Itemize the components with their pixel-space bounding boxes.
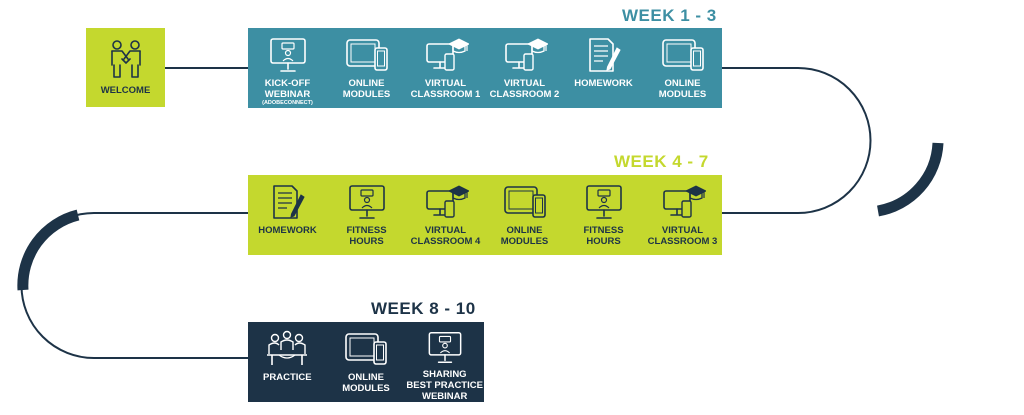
step-label: ONLINE MODULES: [500, 225, 549, 247]
step-online: ONLINE MODULES: [327, 322, 406, 402]
connector-week2-to-week3: [20, 212, 248, 359]
connector-week1-to-week2: [722, 67, 872, 214]
webinar-monitor-icon: [585, 185, 622, 219]
homework-icon: [588, 38, 621, 72]
group-meeting-icon: [267, 330, 308, 365]
handshake-icon: [110, 40, 141, 78]
tablet-phone-icon: [345, 39, 388, 71]
step-fitness: FITNESS HOURS: [327, 175, 406, 255]
tablet-phone-icon: [661, 39, 704, 71]
virtual-classroom-icon: [425, 38, 469, 71]
webinar-monitor-icon: [428, 332, 462, 363]
week-8-10-band: PRACTICE ONLINE MODULES SHARING BEST PRA…: [248, 322, 484, 402]
step-label: FITNESS HOURS: [583, 225, 624, 247]
step-virtual: VIRTUAL CLASSROOM 1: [406, 28, 485, 108]
week-1-3-band: KICK-OFF WEBINAR(ADOBECONNECT) ONLINE MO…: [248, 28, 722, 108]
step-virtual: VIRTUAL CLASSROOM 3: [643, 175, 722, 255]
step-practice: PRACTICE: [248, 322, 327, 402]
step-label: VIRTUAL CLASSROOM 1: [410, 78, 481, 100]
step-online: ONLINE MODULES: [643, 28, 722, 108]
step-virtual: VIRTUAL CLASSROOM 4: [406, 175, 485, 255]
step-homework: HOMEWORK: [248, 175, 327, 255]
webinar-monitor-icon: [269, 38, 306, 72]
week-1-3-title: WEEK 1 - 3: [622, 6, 717, 25]
step-label: HOMEWORK: [258, 225, 317, 236]
step-label: SHARING BEST PRACTICE WEBINAR: [406, 369, 483, 402]
step-label: HOMEWORK: [574, 78, 633, 89]
step-online: ONLINE MODULES: [485, 175, 564, 255]
step-label: VIRTUAL CLASSROOM 3: [647, 225, 718, 247]
connector-accent-right: [876, 142, 944, 217]
virtual-classroom-icon: [662, 185, 706, 218]
welcome-box: WELCOME: [86, 28, 165, 107]
step-kick-off: KICK-OFF WEBINAR(ADOBECONNECT): [248, 28, 327, 108]
week-4-7-title: WEEK 4 - 7: [614, 152, 709, 171]
step-label: ONLINE MODULES: [342, 372, 390, 394]
step-online: ONLINE MODULES: [327, 28, 406, 108]
step-label: FITNESS HOURS: [346, 225, 387, 247]
step-sharing: SHARING BEST PRACTICE WEBINAR: [405, 322, 484, 402]
tablet-phone-icon: [345, 333, 387, 365]
step-label: VIRTUAL CLASSROOM 4: [410, 225, 481, 247]
week-8-10-title: WEEK 8 - 10: [371, 299, 476, 318]
step-fitness: FITNESS HOURS: [564, 175, 643, 255]
homework-icon: [272, 185, 305, 219]
step-label: VIRTUAL CLASSROOM 2: [489, 78, 560, 100]
step-label: PRACTICE: [263, 372, 312, 383]
step-label: KICK-OFF WEBINAR: [264, 78, 311, 100]
step-virtual: VIRTUAL CLASSROOM 2: [485, 28, 564, 108]
virtual-classroom-icon: [504, 38, 548, 71]
step-label: ONLINE MODULES: [658, 78, 707, 100]
step-label: ONLINE MODULES: [342, 78, 391, 100]
step-homework: HOMEWORK: [564, 28, 643, 108]
virtual-classroom-icon: [425, 185, 469, 218]
connector-accent-left: [17, 209, 80, 291]
webinar-monitor-icon: [348, 185, 385, 219]
welcome-label: WELCOME: [100, 85, 151, 96]
week-4-7-band: HOMEWORK FITNESS HOURS VIRTUAL CLASSROOM…: [248, 175, 722, 255]
tablet-phone-icon: [503, 186, 546, 218]
step-sublabel: (ADOBECONNECT): [262, 100, 313, 106]
